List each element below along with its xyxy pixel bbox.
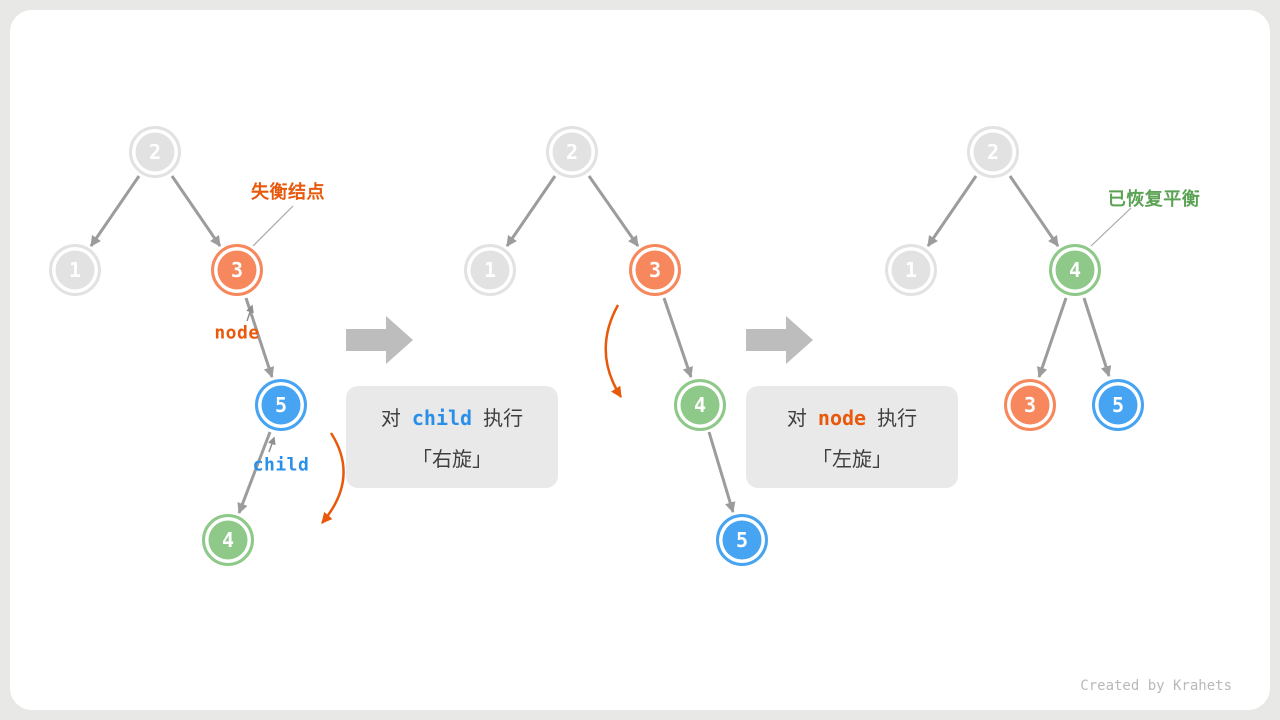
step-keyword-child: child xyxy=(411,406,473,430)
step-suffix: 执行 xyxy=(877,408,918,430)
step-prefix: 对 xyxy=(380,408,401,430)
step-operation: 「左旋」 xyxy=(812,449,892,471)
rebalanced-label: 已恢复平衡 xyxy=(1107,189,1201,209)
step-instruction: 对 node 执行 xyxy=(787,402,917,431)
step-suffix: 执行 xyxy=(483,408,524,430)
tree2-node-1: 1 xyxy=(464,244,516,296)
step-operation: 「右旋」 xyxy=(412,449,492,471)
step-instruction: 对 child 执行 xyxy=(381,402,523,431)
node-pointer-label: node xyxy=(214,322,260,344)
tree1-node-4: 4 xyxy=(202,514,254,566)
tree2-node-5: 5 xyxy=(716,514,768,566)
tree3-node-1: 1 xyxy=(885,244,937,296)
unbalanced-node-label: 失衡结点 xyxy=(251,182,325,202)
tree1-node-3: 3 xyxy=(211,244,263,296)
tree3-node-3: 3 xyxy=(1004,379,1056,431)
step-box-right-rotation: 对 child 执行 「右旋」 xyxy=(346,386,558,488)
tree1-node-2: 2 xyxy=(129,126,181,178)
tree2-node-4: 4 xyxy=(674,379,726,431)
tree3-node-5: 5 xyxy=(1092,379,1144,431)
step-box-left-rotation: 对 node 执行 「左旋」 xyxy=(746,386,958,488)
tree1-node-5: 5 xyxy=(255,379,307,431)
step-keyword-node: node xyxy=(817,406,867,430)
step-prefix: 对 xyxy=(786,408,807,430)
tree2-node-3: 3 xyxy=(629,244,681,296)
tree3-node-2: 2 xyxy=(967,126,1019,178)
tree1-node-1: 1 xyxy=(49,244,101,296)
figure-card xyxy=(10,10,1270,710)
tree2-node-2: 2 xyxy=(546,126,598,178)
tree3-node-4: 4 xyxy=(1049,244,1101,296)
watermark-credit: Created by Krahets xyxy=(1080,678,1232,694)
child-pointer-label: child xyxy=(252,454,310,476)
